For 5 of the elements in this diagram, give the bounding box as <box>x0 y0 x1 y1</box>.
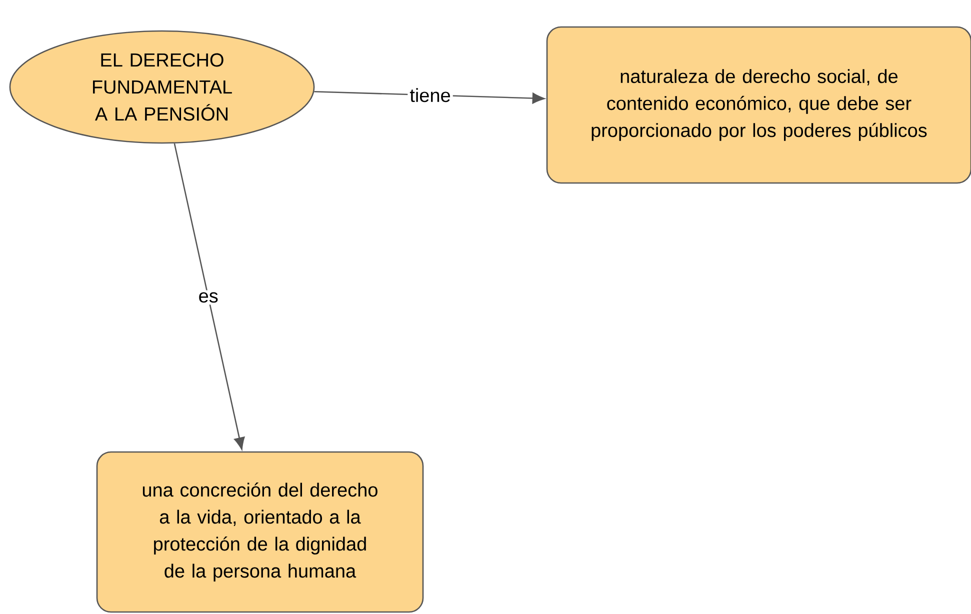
concept-box: naturaleza de derecho social, de contenido económico, que debe ser proporcionado por los poderes públicos <box>546 26 971 184</box>
arrow <box>174 143 245 450</box>
edge-label: es <box>199 292 218 303</box>
edge-label: tiene <box>410 88 450 102</box>
concept-box: una concreción del derecho a la vida, orientado a la protección de la dignidad de la persona humana <box>96 451 424 613</box>
